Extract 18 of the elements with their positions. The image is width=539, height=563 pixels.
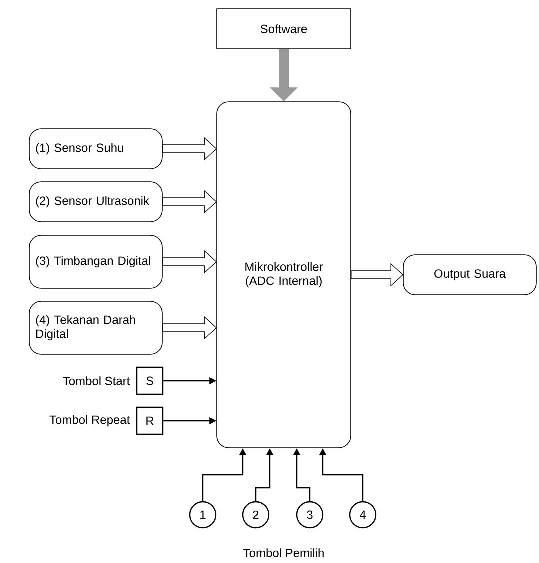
sensor-box: (4) Tekanan Darah Digital [29,301,163,355]
sensor-box: (3) Timbangan Digital [29,235,163,289]
button-box: R [136,406,164,436]
button-box: S [136,366,164,396]
block-arrow [162,190,218,214]
microcontroller-box: Mikrokontroller (ADC Internal) [216,102,352,448]
button-label: Tombol Repeat [50,415,130,427]
block-arrow [351,263,404,287]
block-arrow [270,49,298,102]
output-box: Output Suara [403,254,537,296]
sensor-box: (1) Sensor Suhu [29,128,163,170]
group-label: Tombol Pemilih [244,548,324,558]
block-arrow [162,137,218,161]
software-box: Software [216,8,352,50]
button-label: Tombol Start [63,376,130,386]
block-arrow [162,316,218,340]
sensor-box: (2) Sensor Ultrasonik [29,182,163,222]
block-arrow [162,250,218,274]
